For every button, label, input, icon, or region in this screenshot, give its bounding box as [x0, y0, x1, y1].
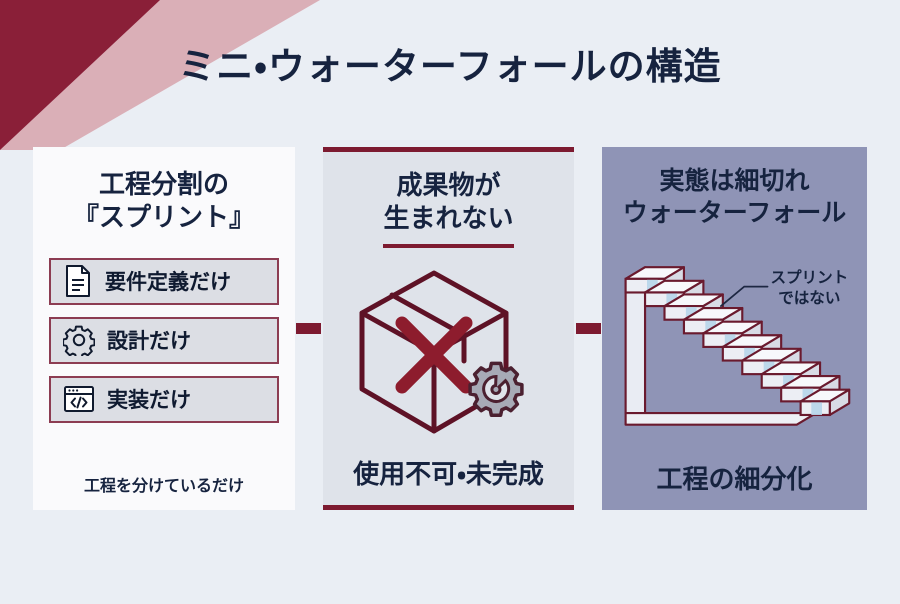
broken-box-with-gear-icon [359, 270, 524, 434]
list-item-label: 実装だけ [107, 388, 191, 413]
panel-left-heading-line2: 『スプリント』 [72, 203, 255, 234]
annotation-line2: ではない [778, 289, 840, 307]
panel-middle-figure [333, 252, 565, 454]
panel-middle-heading-line2: 生まれない [383, 204, 514, 235]
list-item-label: 設計だけ [107, 329, 191, 354]
panel-right-heading: 実態は細切れ ウォーターフォール [623, 165, 847, 229]
panel-middle-footer: 使用不可・未完成 [353, 460, 544, 490]
panel-fragmented-waterfall: 実態は細切れ ウォーターフォール [602, 147, 867, 510]
list-item[interactable]: 実装だけ [49, 375, 279, 423]
descending-staircase-waterfall-icon: スプリント ではない [624, 266, 851, 426]
list-item[interactable]: 要件定義だけ [49, 257, 279, 305]
panel-right-heading-line2: ウォーターフォール [622, 198, 847, 227]
panels-row: 工程分割の 『スプリント』 要件定義だけ 設計だけ [33, 147, 867, 510]
panel-no-deliverable: 成果物が 生まれない [322, 147, 575, 510]
connector-middle-right [574, 147, 602, 510]
panel-right-figure: スプリント ではない [612, 229, 857, 459]
panel-middle-heading: 成果物が 生まれない [383, 170, 514, 248]
connector-bar [296, 323, 322, 334]
gear-icon [63, 325, 95, 357]
panel-right-heading-line1: 実態は細切れ [659, 166, 810, 195]
connector-left-middle [295, 147, 323, 510]
panel-process-split: 工程分割の 『スプリント』 要件定義だけ 設計だけ [33, 147, 295, 510]
panel-right-footer: 工程の細分化 [656, 465, 813, 495]
code-window-icon [64, 386, 94, 413]
document-icon [66, 265, 90, 298]
process-item-list: 要件定義だけ 設計だけ [49, 257, 279, 423]
list-item-label: 要件定義だけ [105, 270, 231, 295]
panel-middle-heading-line1: 成果物が [396, 171, 501, 201]
annotation-line1: スプリント [770, 268, 848, 287]
panel-left-heading: 工程分割の 『スプリント』 [73, 169, 255, 236]
panel-left-footer: 工程を分けているだけ [83, 476, 244, 495]
panel-left-heading-line1: 工程分割の [98, 170, 229, 200]
connector-bar [575, 323, 601, 334]
page-title: ミニ・ウォーターフォールの構造 [178, 45, 722, 88]
list-item[interactable]: 設計だけ [49, 316, 279, 364]
